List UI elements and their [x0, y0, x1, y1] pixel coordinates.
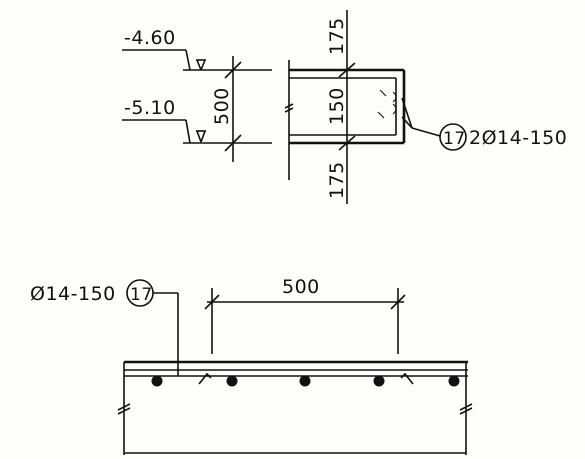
rebar-dots: [151, 372, 460, 387]
rebar-dot: [226, 375, 238, 387]
rebar-hook: [198, 372, 212, 385]
rebar-dot: [299, 375, 311, 387]
dim-wall-height: 500: [211, 87, 233, 125]
dimension-wall-height: 500: [211, 56, 242, 162]
rebar-dot: [151, 375, 163, 387]
slab-plan: [117, 360, 473, 455]
section-detail: -4.60 -5.10 500: [122, 10, 567, 204]
level-bottom-label: -5.10: [124, 97, 176, 119]
callout-text-section: 2Ø14-150: [469, 127, 567, 149]
level-marker-bottom: -5.10: [122, 97, 272, 144]
callout-text-plan: Ø14-150: [30, 283, 116, 305]
plan-callout: Ø14-150 17: [30, 279, 179, 376]
dim-bottom: 175: [326, 161, 348, 199]
callout-number-plan: 17: [130, 285, 153, 305]
plan-detail: Ø14-150 17 500: [30, 276, 473, 455]
dim-top: 175: [326, 17, 348, 55]
level-top-label: -4.60: [124, 27, 176, 49]
callout-circle-section: [439, 123, 467, 151]
dim-spacing: 500: [282, 276, 320, 298]
dim-mid: 150: [326, 87, 348, 125]
dimension-column: 175 150 175: [326, 10, 356, 204]
rebar-dot: [448, 375, 460, 387]
level-marker-top: -4.60: [122, 27, 272, 71]
rebar-hook: [400, 372, 414, 385]
section-callout: 17 2Ø14-150: [401, 97, 567, 151]
rebar-dot: [373, 375, 385, 387]
callout-number-section: 17: [443, 129, 466, 149]
dimension-spacing: 500: [204, 276, 406, 354]
